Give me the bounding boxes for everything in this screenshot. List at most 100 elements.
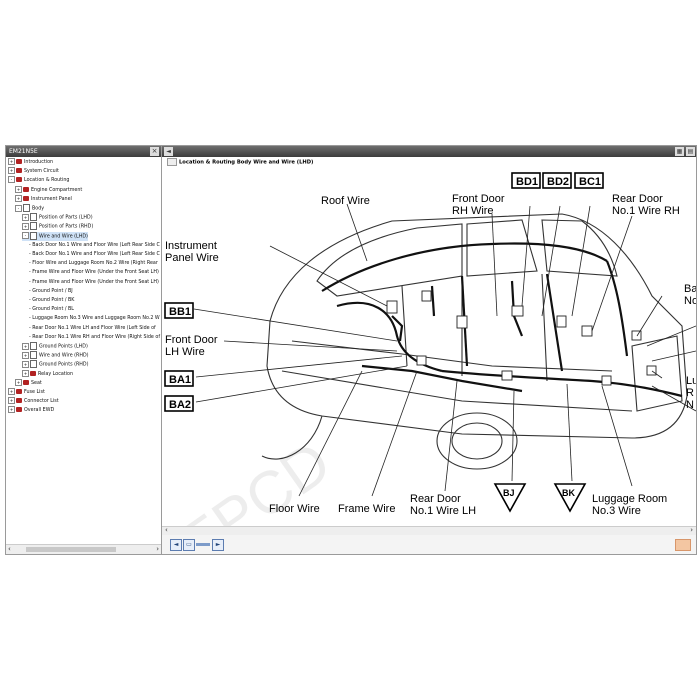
tree-item[interactable]: +Instrument Panel (15, 194, 72, 204)
expand-icon[interactable]: + (8, 406, 15, 414)
code-ba2[interactable]: BA2 (164, 395, 194, 412)
toolbar-icon-2[interactable]: ▤ (686, 147, 695, 156)
tree-item[interactable]: + Connector List (8, 397, 59, 406)
tree-item[interactable]: +Overall EWD (8, 406, 54, 415)
tree-item[interactable]: - Rear Door No.1 Wire RH and Floor Wire … (29, 333, 160, 342)
expand-icon[interactable]: + (22, 360, 29, 368)
expand-icon[interactable]: + (8, 397, 15, 405)
previous-page-icon[interactable]: ◄ (170, 539, 182, 551)
label-instrument-panel-1: Instrument (165, 240, 217, 252)
code-bc1-text: BC1 (579, 176, 601, 188)
diagram-svg: EPCD (164, 172, 696, 526)
ground-bk[interactable]: BK (553, 483, 587, 513)
tree-item-label: - Ground Point / BJ (29, 288, 73, 294)
tree-item[interactable]: +Position of Parts (LHD) (22, 213, 93, 222)
navigation-header: EM21N5E × (6, 146, 161, 157)
code-bd1[interactable]: BD1 (511, 172, 541, 189)
tree-item[interactable]: +Introduction (8, 158, 53, 167)
expand-icon[interactable]: + (15, 185, 22, 193)
tree-item-label: - Floor Wire and Luggage Room No.2 Wire … (29, 261, 158, 267)
tree-item-label: System Circuit (24, 169, 59, 175)
expand-icon[interactable]: + (22, 342, 29, 350)
label-cut-lu-2: R (686, 387, 694, 399)
page-icon (30, 360, 37, 369)
scrollbar-thumb[interactable] (26, 547, 116, 552)
code-bd1-text: BD1 (516, 176, 538, 188)
back-button[interactable]: ◄ (164, 147, 173, 156)
ground-bj-text: BJ (503, 488, 515, 498)
book-icon (16, 177, 22, 183)
expand-icon[interactable]: + (15, 378, 22, 386)
expand-icon[interactable]: + (8, 158, 15, 165)
label-floor-wire: Floor Wire (269, 503, 320, 515)
tree-item[interactable]: - Rear Door No.1 Wire LH and Floor Wire … (29, 324, 156, 333)
expand-icon[interactable]: + (22, 351, 29, 359)
zoom-slider[interactable] (196, 543, 210, 546)
tree-item[interactable]: +Fuse List (8, 388, 45, 397)
label-cut-ba-2: No (684, 295, 696, 307)
print-icon[interactable] (675, 539, 691, 551)
tree-item[interactable]: +Ground Points (LHD) (22, 342, 88, 351)
tree-item[interactable]: +Wire and Wire (RHD) (22, 351, 89, 360)
book-icon (16, 168, 22, 174)
code-bb1[interactable]: BB1 (164, 302, 194, 319)
book-icon (16, 398, 22, 404)
expand-icon[interactable]: + (22, 213, 29, 221)
collapse-icon[interactable]: - (8, 176, 15, 184)
tree-item-label: - Luggage Room No.3 Wire and Luggage Roo… (29, 316, 160, 322)
collapse-icon[interactable]: - (22, 232, 29, 240)
tree-item[interactable]: +Engine Compartment (15, 185, 82, 195)
next-page-icon[interactable]: ► (212, 539, 224, 551)
expand-icon[interactable]: + (15, 194, 22, 202)
tree-item[interactable]: -Location & Routing (8, 176, 69, 185)
expand-icon[interactable]: + (8, 388, 15, 395)
tree-item[interactable]: -Wire and Wire (LHD) (22, 231, 88, 241)
tree-item[interactable]: - Ground Point / BK (29, 296, 74, 305)
book-icon (30, 370, 36, 376)
label-front-door-lh-2: LH Wire (165, 346, 205, 358)
tree-item[interactable]: - Back Door No.1 Wire and Floor Wire (Le… (29, 241, 160, 250)
zoom-icon[interactable]: ▭ (183, 539, 195, 551)
expand-icon[interactable]: + (8, 167, 15, 175)
tree-item[interactable]: +Position of Parts (RHD) (22, 222, 93, 231)
horizontal-scrollbar[interactable]: ‹ › (6, 544, 161, 554)
tree-item[interactable]: -Body (15, 204, 44, 213)
close-panel-button[interactable]: × (150, 147, 159, 156)
code-bc1[interactable]: BC1 (574, 172, 604, 189)
tree-item[interactable]: - Luggage Room No.3 Wire and Luggage Roo… (29, 314, 160, 323)
tree-item[interactable]: - Ground Point / BJ (29, 287, 73, 296)
code-bd2[interactable]: BD2 (542, 172, 572, 189)
content-header: ◄ ▦ ▤ (162, 146, 696, 157)
label-rear-door-rh-1: Rear Door (612, 193, 663, 205)
page-icon (30, 222, 37, 231)
navigation-tree: +Introduction+System Circuit-Location & … (6, 158, 161, 540)
tree-item-label: - Back Door No.1 Wire and Floor Wire (Le… (29, 252, 160, 257)
tree-item[interactable]: +Seat (15, 378, 42, 388)
navigation-panel: EM21N5E × +Introduction+System Circuit-L… (6, 146, 162, 554)
tree-item[interactable]: - Frame Wire and Floor Wire (Under the F… (29, 278, 159, 287)
scroll-right-icon[interactable]: › (156, 545, 159, 553)
label-front-door-rh-2: RH Wire (452, 205, 494, 217)
diagram-horizontal-scrollbar[interactable]: ‹ › (162, 526, 696, 535)
collapse-icon[interactable]: - (15, 204, 22, 212)
ground-bj[interactable]: BJ (493, 483, 527, 513)
label-front-door-lh-1: Front Door (165, 334, 218, 346)
tree-item[interactable]: + System Circuit (8, 167, 59, 176)
label-cut-ba-1: Ba (684, 283, 696, 295)
scroll-left-icon[interactable]: ‹ (165, 526, 168, 534)
tree-item[interactable]: - Back Door No.1 Wire and Floor Wire (Le… (29, 250, 160, 259)
tree-item[interactable]: - Frame Wire and Floor Wire (Under the F… (29, 268, 159, 277)
wiring-diagram[interactable]: EPCD (162, 166, 696, 526)
code-bb1-text: BB1 (169, 306, 191, 318)
tree-item[interactable]: +Ground Points (RHD) (22, 360, 88, 369)
tree-item[interactable]: - Floor Wire and Luggage Room No.2 Wire … (29, 259, 158, 268)
expand-icon[interactable]: + (22, 222, 29, 230)
scroll-left-icon[interactable]: ‹ (8, 545, 11, 553)
tree-item[interactable]: +Relay Location (22, 369, 73, 379)
tree-item-label: Connector List (24, 399, 59, 405)
expand-icon[interactable]: + (22, 369, 29, 377)
tree-item[interactable]: - Ground Point / BL (29, 305, 74, 314)
toolbar-icon[interactable]: ▦ (675, 147, 684, 156)
code-ba1[interactable]: BA1 (164, 370, 194, 387)
scroll-right-icon[interactable]: › (690, 526, 693, 534)
